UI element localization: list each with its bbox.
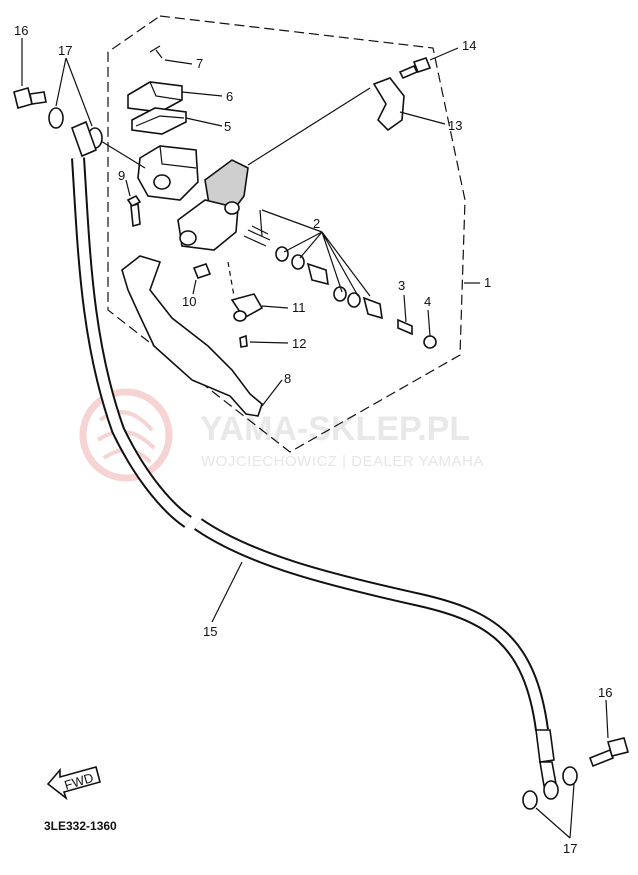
callout-9: 9: [118, 168, 125, 183]
watermark-brand: YAMA-SKLEP.PL: [200, 410, 470, 448]
watermark-logo-icon: [79, 388, 173, 482]
part-15-brake-hose: [70, 120, 557, 787]
part-10-nut: [192, 263, 212, 295]
callout-5: 5: [224, 119, 231, 134]
callout-10: 10: [182, 294, 196, 309]
callout-16-left: 16: [14, 23, 28, 38]
callout-15: 15: [203, 624, 217, 639]
part-14-bolt: [398, 47, 459, 80]
fwd-label: FWD: [62, 770, 95, 793]
callout-1: 1: [484, 275, 491, 290]
part-13-holder: [372, 77, 446, 132]
part-3-rod: [397, 294, 413, 336]
master-cylinder-body: [137, 145, 249, 251]
part-2-piston-kit: [243, 209, 383, 320]
callout-11: 11: [292, 300, 306, 315]
callout-7: 7: [196, 56, 203, 71]
part-17-washers-right: [522, 766, 578, 839]
callout-8: 8: [284, 371, 291, 386]
callout-3: 3: [398, 278, 405, 293]
part-11-switch: [227, 261, 289, 322]
callout-4: 4: [424, 294, 431, 309]
callout-17-right: 17: [563, 841, 577, 856]
watermark: YAMA-SKLEP.PL WOJCIECHOWICZ | DEALER YAM…: [79, 388, 484, 482]
callout-17-left: 17: [58, 43, 72, 58]
part-17-washers-left: [48, 57, 103, 149]
part-12-screw: [239, 334, 289, 348]
callout-14: 14: [462, 38, 476, 53]
callout-13: 13: [448, 118, 462, 133]
part-5-diaphragm: [131, 107, 223, 135]
callout-6: 6: [226, 89, 233, 104]
part-7-screw: [149, 45, 193, 65]
part-4-boot: [423, 309, 437, 349]
part-9-bolt: [125, 179, 142, 228]
fwd-arrow-icon: FWD: [46, 766, 101, 801]
part-16-bolt-right: [588, 699, 629, 768]
callout-2: 2: [313, 216, 320, 231]
watermark-tagline: WOJCIECHOWICZ | DEALER YAMAHA: [201, 453, 484, 470]
assembly-outline: [107, 15, 466, 453]
part-16-bolt-left: [13, 38, 47, 109]
callout-12: 12: [292, 336, 306, 351]
diagram-code: 3LE332-1360: [44, 819, 117, 833]
callout-16-right: 16: [598, 685, 612, 700]
part-6-cap: [127, 81, 223, 113]
part-8-lever: [121, 255, 283, 417]
